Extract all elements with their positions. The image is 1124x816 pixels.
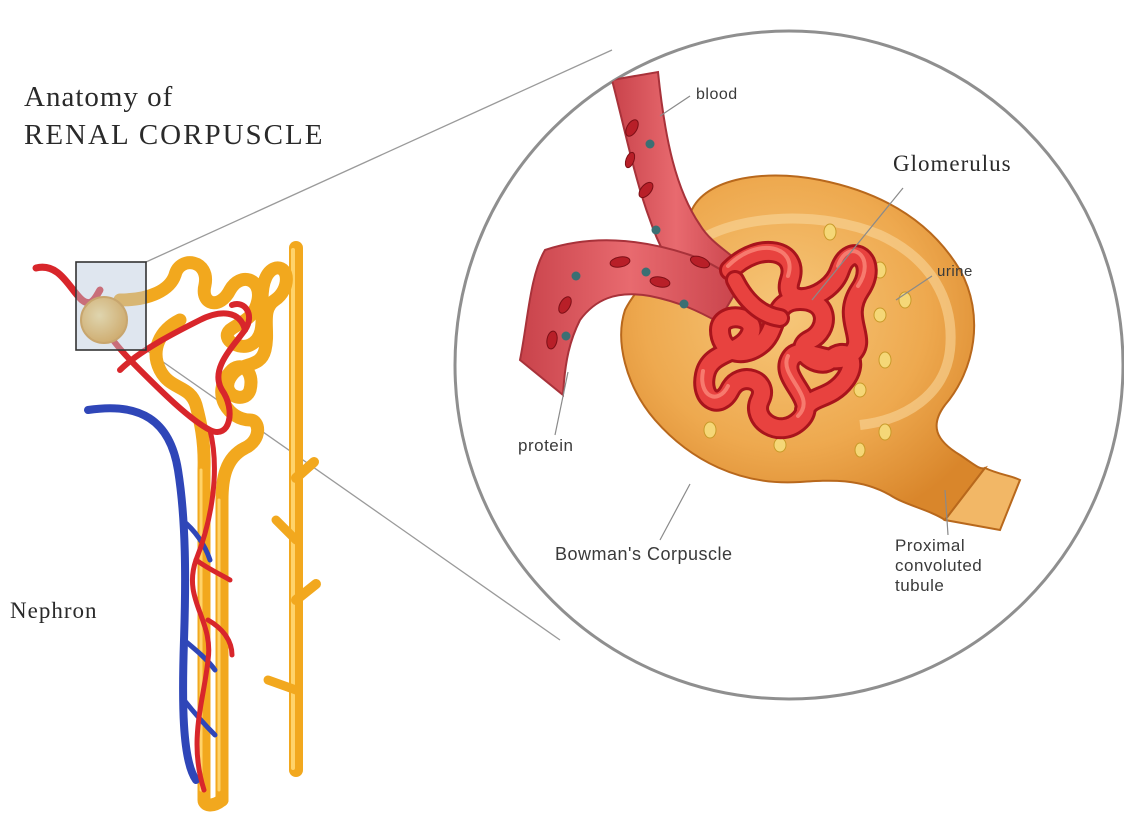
proximal-tubule-label-line-3: tubule [895,576,944,595]
collecting-duct [268,248,316,770]
proximal-tubule-label-line-1: Proximal [895,536,965,555]
protein-label: protein [518,436,573,455]
glomerulus-label: Glomerulus [893,151,1012,176]
proximal-tubule-label-line-2: convoluted [895,556,982,575]
bowmans-corpuscle-label: Bowman's Corpuscle [555,544,733,564]
title-line-2: RENAL CORPUSCLE [24,119,324,151]
nephron-label: Nephron [10,598,97,623]
urine-label: urine [937,263,973,280]
nephron-illustration [36,248,316,805]
magnified-view [455,31,1123,699]
title-line-1: Anatomy of [24,81,173,113]
title: Anatomy of RENAL CORPUSCLE [24,81,324,151]
blood-label: blood [696,86,738,103]
zoom-highlight-box [76,262,146,350]
